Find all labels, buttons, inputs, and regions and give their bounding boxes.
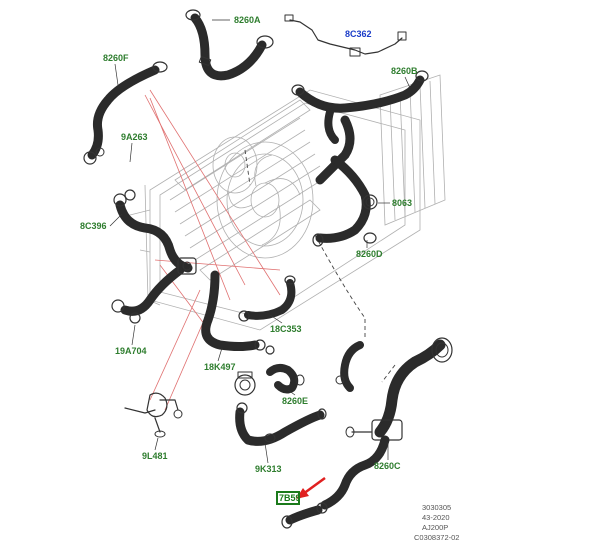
footer-line-4: C0308372-02 xyxy=(414,533,459,542)
hose-19a704 xyxy=(111,265,185,324)
hose-8260c xyxy=(320,337,453,510)
footer-line-2: 43-2020 xyxy=(422,513,450,522)
footer-line-1: 3030305 xyxy=(422,503,451,512)
radiator-assembly xyxy=(149,89,421,331)
footer-line-3: AJ200P xyxy=(422,523,448,532)
leader-lines xyxy=(144,89,281,411)
hose-8c396 xyxy=(113,189,193,273)
drawing-reference-block: 3030305 43-2020 AJ200P C0308372-02 xyxy=(414,503,459,542)
label-18C353: 18C353 xyxy=(270,324,302,334)
hose-18k497 xyxy=(201,270,275,355)
label-8260E: 8260E xyxy=(282,396,308,406)
label-9L481: 9L481 xyxy=(142,451,168,461)
pump-9l481 xyxy=(124,392,183,438)
pump-housing-center xyxy=(234,371,256,396)
label-8260B: 8260B xyxy=(391,66,418,76)
label-18K497: 18K497 xyxy=(204,362,236,372)
label-tick-lines xyxy=(109,19,411,464)
label-8063: 8063 xyxy=(392,198,412,208)
label-9A263: 9A263 xyxy=(121,132,148,142)
hose-8260b xyxy=(291,70,429,144)
hose-cluster-right xyxy=(312,115,378,247)
dashed-routing xyxy=(244,149,396,383)
label-7B59: 7B59 xyxy=(279,493,301,503)
highlight-box-7b59 xyxy=(276,491,300,505)
hose-8260e xyxy=(266,363,305,394)
label-8260D: 8260D xyxy=(356,249,383,259)
part-7b59 xyxy=(281,502,328,529)
part-labels: 8260A 8C362 8260F 8260B 9A263 8C396 8063… xyxy=(80,15,418,503)
label-9K313: 9K313 xyxy=(255,464,282,474)
label-8260A: 8260A xyxy=(234,15,261,25)
hose-18c353 xyxy=(238,275,296,322)
cooling-fan xyxy=(212,136,314,259)
label-8C362: 8C362 xyxy=(345,29,372,39)
hose-8260f xyxy=(83,61,168,165)
label-8260F: 8260F xyxy=(103,53,129,63)
hose-8260a xyxy=(185,9,274,81)
label-8C396: 8C396 xyxy=(80,221,107,231)
hose-middle-link xyxy=(335,341,364,392)
hose-9k313 xyxy=(235,402,327,446)
auxiliary-pump xyxy=(177,257,197,275)
label-19A704: 19A704 xyxy=(115,346,147,356)
label-8260C: 8260C xyxy=(374,461,401,471)
sensor-harness-8c362 xyxy=(284,14,407,57)
